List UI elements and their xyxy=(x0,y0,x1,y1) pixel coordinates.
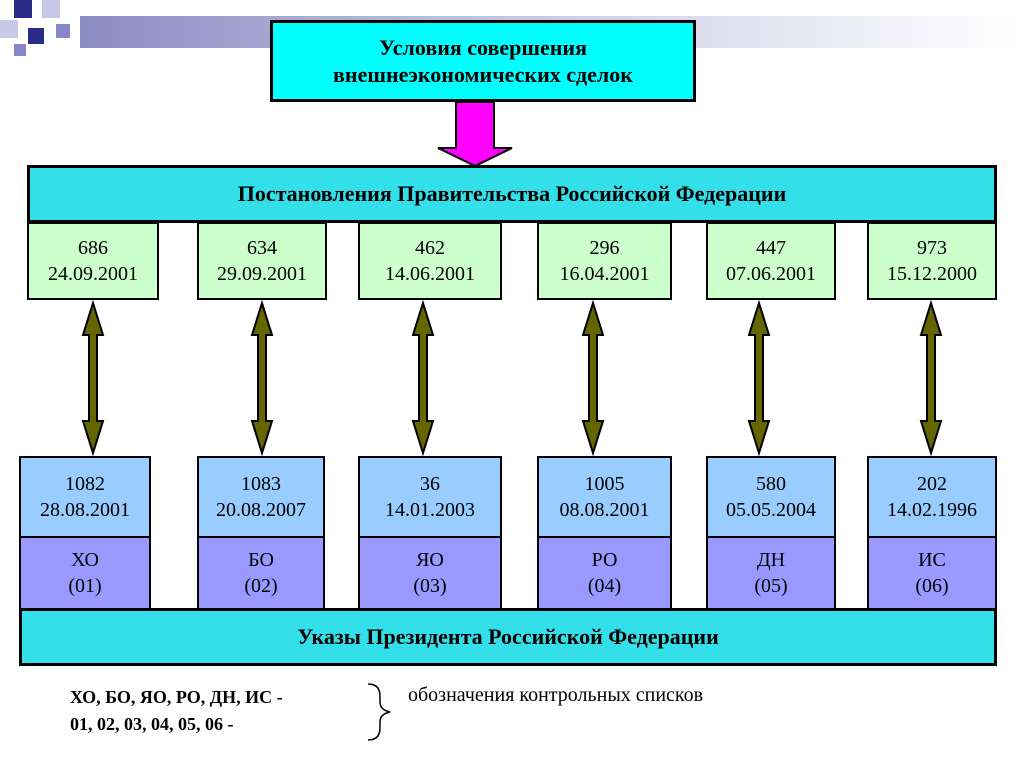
gov-decree-box: 973 15.12.2000 xyxy=(867,222,997,300)
gov-decrees-header: Постановления Правительства Российской Ф… xyxy=(27,165,997,223)
pres-decrees-footer-label: Указы Президента Российской Федерации xyxy=(297,624,719,650)
gov-decree-date: 14.06.2001 xyxy=(385,263,475,285)
pres-decree-date: 14.02.1996 xyxy=(887,499,977,521)
control-list-code-box: ИС (06) xyxy=(867,536,997,610)
down-arrow xyxy=(437,101,513,168)
gov-decree-box: 686 24.09.2001 xyxy=(27,222,159,300)
double-arrow-icon xyxy=(919,299,943,457)
pres-decree-number: 580 xyxy=(756,473,786,495)
pres-decree-number: 1083 xyxy=(241,473,281,495)
pres-decree-number: 1082 xyxy=(65,473,105,495)
double-arrow-icon xyxy=(411,299,435,457)
control-list-number: (01) xyxy=(68,575,102,597)
pres-decree-box: 580 05.05.2004 xyxy=(706,456,836,538)
gov-decree-box: 634 29.09.2001 xyxy=(197,222,327,300)
control-list-code: РО xyxy=(591,549,618,571)
double-arrow-icon xyxy=(747,299,771,457)
gov-decree-number: 296 xyxy=(589,237,620,259)
control-list-code: ИС xyxy=(918,549,946,571)
pres-decree-box: 1083 20.08.2007 xyxy=(197,456,325,538)
pres-decree-box: 1005 08.08.2001 xyxy=(537,456,672,538)
control-list-number: (04) xyxy=(587,575,622,597)
gov-decree-number: 462 xyxy=(415,237,445,259)
control-list-code: ЯО xyxy=(416,549,444,571)
pres-decree-number: 36 xyxy=(420,473,440,495)
double-arrow-icon xyxy=(581,299,605,457)
control-list-code-box: ЯО (03) xyxy=(358,536,502,610)
pres-decree-date: 28.08.2001 xyxy=(40,499,130,521)
legend-numbers-line: 01, 02, 03, 04, 05, 06 - xyxy=(70,714,234,734)
pres-decree-box: 1082 28.08.2001 xyxy=(19,456,151,538)
title-line-2: внешнеэкономических сделок xyxy=(333,62,633,87)
double-arrow-icon xyxy=(250,299,274,457)
pres-decree-box: 202 14.02.1996 xyxy=(867,456,997,538)
control-list-code: ХО xyxy=(71,549,99,571)
gov-decree-date: 07.06.2001 xyxy=(726,263,816,285)
title-box: Условия совершения внешнеэкономических с… xyxy=(270,20,696,102)
control-list-code-box: ДН (05) xyxy=(706,536,836,610)
control-list-code-box: БО (02) xyxy=(197,536,325,610)
control-list-number: (02) xyxy=(244,575,278,597)
gov-decree-date: 29.09.2001 xyxy=(217,263,307,285)
legend-codes-line: ХО, БО, ЯО, РО, ДН, ИС - xyxy=(70,687,283,707)
control-list-code: ДН xyxy=(756,549,786,571)
legend-description: обозначения контрольных списков xyxy=(408,684,704,706)
double-arrow-icon xyxy=(81,299,105,457)
pres-decree-number: 1005 xyxy=(584,473,625,495)
pres-decree-date: 05.05.2004 xyxy=(726,499,816,521)
corner-decoration xyxy=(0,0,80,60)
control-list-code-box: РО (04) xyxy=(537,536,672,610)
control-list-number: (05) xyxy=(754,575,788,597)
control-list-code-box: ХО (01) xyxy=(19,536,151,610)
gov-decree-number: 973 xyxy=(917,237,947,259)
gov-decree-number: 447 xyxy=(756,237,786,259)
gov-decree-date: 15.12.2000 xyxy=(887,263,977,285)
legend-codes: ХО, БО, ЯО, РО, ДН, ИС - 01, 02, 03, 04,… xyxy=(70,684,283,738)
control-list-code: БО xyxy=(248,549,274,571)
control-list-number: (06) xyxy=(915,575,949,597)
pres-decree-date: 08.08.2001 xyxy=(559,499,650,521)
pres-decree-date: 20.08.2007 xyxy=(216,499,306,521)
control-list-number: (03) xyxy=(413,575,447,597)
pres-decree-number: 202 xyxy=(917,473,947,495)
title-line-1: Условия совершения xyxy=(379,34,587,60)
gov-decree-number: 634 xyxy=(247,237,277,259)
pres-decrees-footer: Указы Президента Российской Федерации xyxy=(19,608,997,666)
gov-decree-box: 462 14.06.2001 xyxy=(358,222,502,300)
gov-decree-box: 296 16.04.2001 xyxy=(537,222,672,300)
gov-decree-date: 24.09.2001 xyxy=(48,263,138,285)
pres-decree-date: 14.01.2003 xyxy=(385,499,475,521)
gov-decree-box: 447 07.06.2001 xyxy=(706,222,836,300)
gov-decree-date: 16.04.2001 xyxy=(559,263,650,285)
gov-decrees-header-label: Постановления Правительства Российской Ф… xyxy=(237,181,787,207)
pres-decree-box: 36 14.01.2003 xyxy=(358,456,502,538)
gov-decree-number: 686 xyxy=(78,237,108,259)
